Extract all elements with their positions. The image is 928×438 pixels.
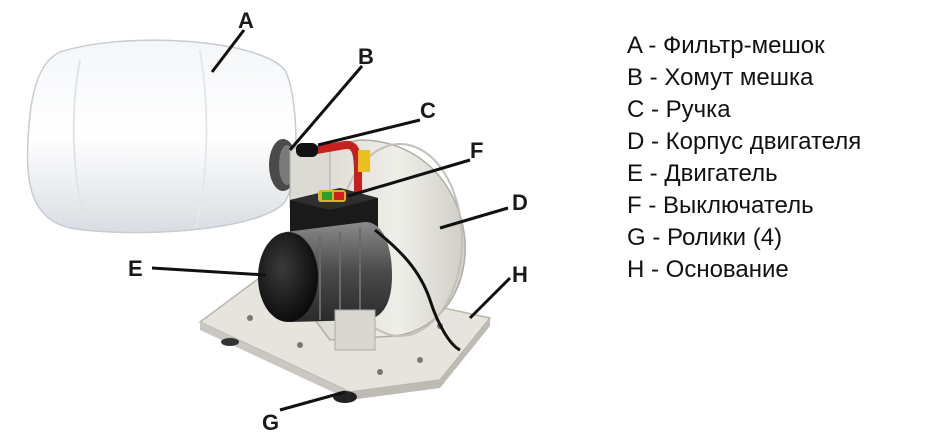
legend-item: E - Двигатель	[627, 160, 778, 187]
electric-motor	[258, 222, 392, 351]
carry-handle	[296, 140, 370, 204]
power-cord	[374, 228, 461, 352]
legend-item: B - Хомут мешка	[627, 64, 814, 91]
callout-d: D	[512, 190, 528, 215]
legend-item: A - Фильтр-мешок	[627, 32, 825, 59]
callout-f: F	[470, 138, 483, 163]
legend-item: C - Ручка	[627, 96, 731, 123]
leader-lines	[151, 29, 512, 412]
dust-collector-illustration: A B C F D E H G	[26, 8, 528, 435]
callout-a: A	[238, 8, 254, 33]
filter-bag	[26, 39, 297, 234]
legend-item: D - Корпус двигателя	[627, 128, 862, 155]
callout-b: B	[358, 44, 374, 69]
legend-item: H - Основание	[627, 256, 789, 283]
callout-h: H	[512, 262, 528, 287]
callout-e: E	[128, 256, 143, 281]
callout-c: C	[420, 98, 436, 123]
callout-g: G	[262, 410, 279, 435]
legend-item: G - Ролики (4)	[627, 224, 783, 251]
legend-item: F - Выключатель	[627, 192, 814, 219]
parts-legend: A - Фильтр-мешок B - Хомут мешка C - Руч…	[627, 30, 861, 286]
